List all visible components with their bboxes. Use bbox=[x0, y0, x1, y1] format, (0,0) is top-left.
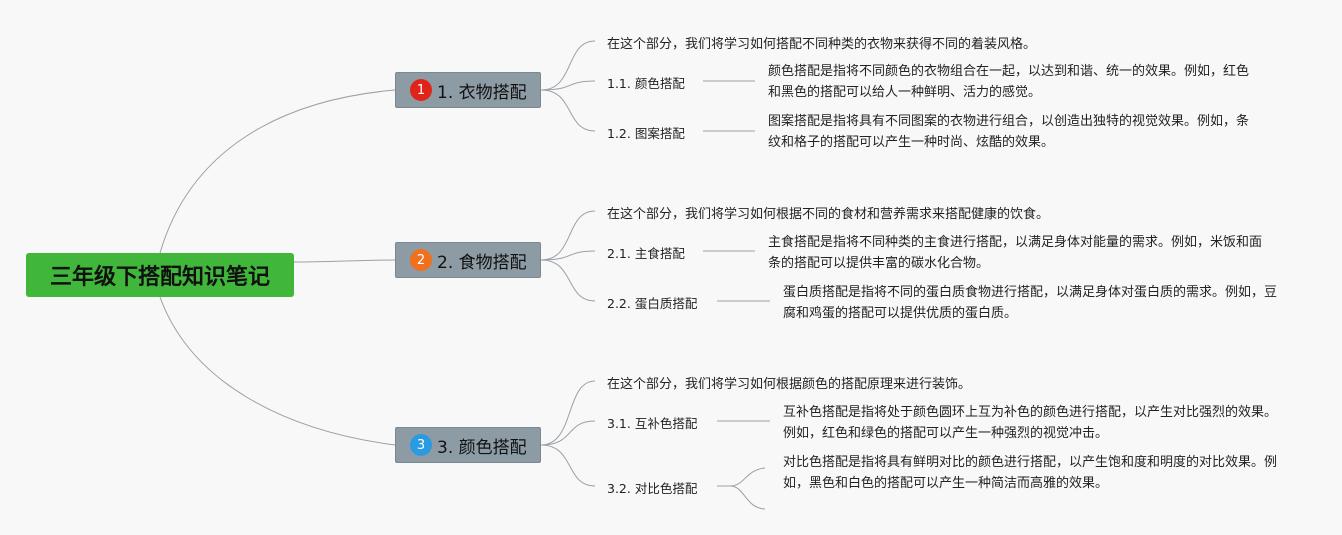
connector-branch-subtopic bbox=[540, 80, 596, 91]
subtopic-description[interactable]: 对比色搭配是指将具有鲜明对比的颜色进行搭配，以产生饱和度和明度的对比效果。例如，… bbox=[783, 455, 1278, 491]
number-badge-icon: 2 bbox=[410, 249, 432, 271]
subtopic-description[interactable]: 互补色搭配是指将处于颜色圆环上互为补色的颜色进行搭配，以产生对比强烈的效果。例如… bbox=[783, 405, 1278, 441]
subtopic-description[interactable]: 蛋白质搭配是指将不同的蛋白质食物进行搭配，以满足身体对蛋白质的需求。例如，豆腐和… bbox=[783, 285, 1278, 321]
connector-branch-intro bbox=[540, 40, 596, 91]
connector-root-branch bbox=[159, 296, 396, 446]
branch-intro[interactable]: 在这个部分，我们将学习如何根据不同的食材和营养需求来搭配健康的饮食。 bbox=[607, 207, 1050, 222]
subtopic-pattern-matching[interactable]: 1.2. 图案搭配 bbox=[607, 126, 685, 141]
connector-root-branch bbox=[293, 259, 396, 263]
subtopic-description[interactable]: 图案搭配是指将具有不同图案的衣物进行组合，以创造出独特的视觉效果。例如，条纹和格… bbox=[768, 114, 1250, 150]
branch-colors[interactable]: 3 3. 颜色搭配 bbox=[395, 427, 541, 463]
branch-label: 1. 衣物搭配 bbox=[437, 82, 527, 103]
branch-label: 2. 食物搭配 bbox=[437, 252, 527, 273]
root-topic-label: 三年级下搭配知识笔记 bbox=[49, 265, 270, 290]
connector-branch-subtopic bbox=[540, 250, 596, 261]
subtopic-complementary[interactable]: 3.1. 互补色搭配 bbox=[607, 416, 698, 431]
branch-intro[interactable]: 在这个部分，我们将学习如何根据颜色的搭配原理来进行装饰。 bbox=[607, 377, 972, 392]
subtopic-description[interactable]: 主食搭配是指将不同种类的主食进行搭配，以满足身体对能量的需求。例如，米饭和面条的… bbox=[768, 235, 1263, 271]
connector-subtopic-desc bbox=[729, 485, 766, 510]
connector-subtopic-desc bbox=[729, 467, 766, 487]
branch-intro[interactable]: 在这个部分，我们将学习如何搭配不同种类的衣物来获得不同的着装风格。 bbox=[607, 37, 1037, 52]
connector-branch-intro bbox=[540, 380, 596, 446]
branch-clothing[interactable]: 1 1. 衣物搭配 bbox=[395, 72, 541, 108]
connector-root-branch bbox=[159, 89, 396, 254]
subtopic-color-matching[interactable]: 1.1. 颜色搭配 bbox=[607, 76, 685, 91]
subtopic-description[interactable]: 颜色搭配是指将不同颜色的衣物组合在一起，以达到和谐、统一的效果。例如，红色和黑色… bbox=[768, 64, 1250, 100]
subtopic-contrast[interactable]: 3.2. 对比色搭配 bbox=[607, 481, 698, 496]
connector-branch-subtopic bbox=[540, 259, 596, 302]
branch-food[interactable]: 2 2. 食物搭配 bbox=[395, 242, 541, 278]
connector-branch-intro bbox=[540, 210, 596, 261]
subtopic-staple-food[interactable]: 2.1. 主食搭配 bbox=[607, 246, 685, 261]
number-badge-icon: 3 bbox=[410, 434, 432, 456]
number-badge-icon: 1 bbox=[410, 79, 432, 101]
subtopic-protein[interactable]: 2.2. 蛋白质搭配 bbox=[607, 296, 698, 311]
connector-branch-subtopic bbox=[540, 444, 596, 487]
branch-label: 3. 颜色搭配 bbox=[437, 437, 527, 458]
connector-branch-subtopic bbox=[540, 420, 596, 446]
connector-branch-subtopic bbox=[540, 89, 596, 132]
root-topic[interactable]: 三年级下搭配知识笔记 bbox=[26, 253, 294, 297]
